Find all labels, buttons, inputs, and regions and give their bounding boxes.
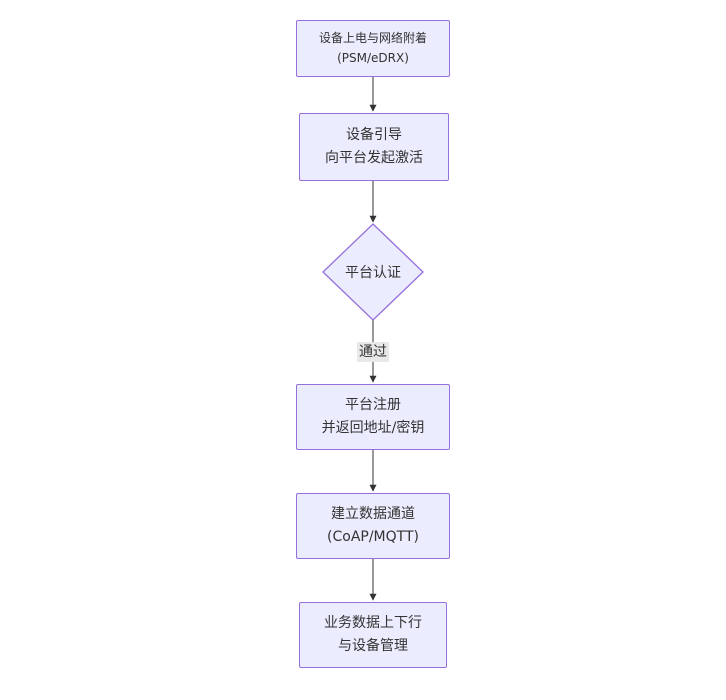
node-device-bootstrap-activate: 设备引导 向平台发起激活	[299, 113, 449, 181]
node-label-line: 向平台发起激活	[325, 150, 423, 166]
node-business-data-device-mgmt: 业务数据上下行 与设备管理	[299, 602, 447, 668]
node-label-line: 设备引导	[346, 126, 402, 143]
node-label-line: 业务数据上下行	[324, 614, 422, 631]
node-label-line: 并返回地址/密钥	[321, 420, 425, 436]
node-label-line: 平台注册	[345, 396, 401, 413]
node-label-line: 与设备管理	[338, 638, 408, 654]
node-label-line: (PSM/eDRX)	[337, 50, 409, 65]
node-label-line: (CoAP/MQTT)	[327, 529, 419, 545]
node-label-line: 设备上电与网络附着	[318, 30, 427, 45]
node-establish-data-channel: 建立数据通道 (CoAP/MQTT)	[296, 493, 450, 559]
node-platform-register: 平台注册 并返回地址/密钥	[296, 384, 450, 450]
decision-platform-auth: 平台认证	[323, 224, 423, 320]
node-label-line: 平台认证	[345, 265, 401, 281]
node-device-power-network-attach: 设备上电与网络附着 (PSM/eDRX)	[296, 20, 450, 77]
node-label-line: 建立数据通道	[331, 505, 415, 522]
edge-label-pass: 通过	[357, 342, 389, 363]
